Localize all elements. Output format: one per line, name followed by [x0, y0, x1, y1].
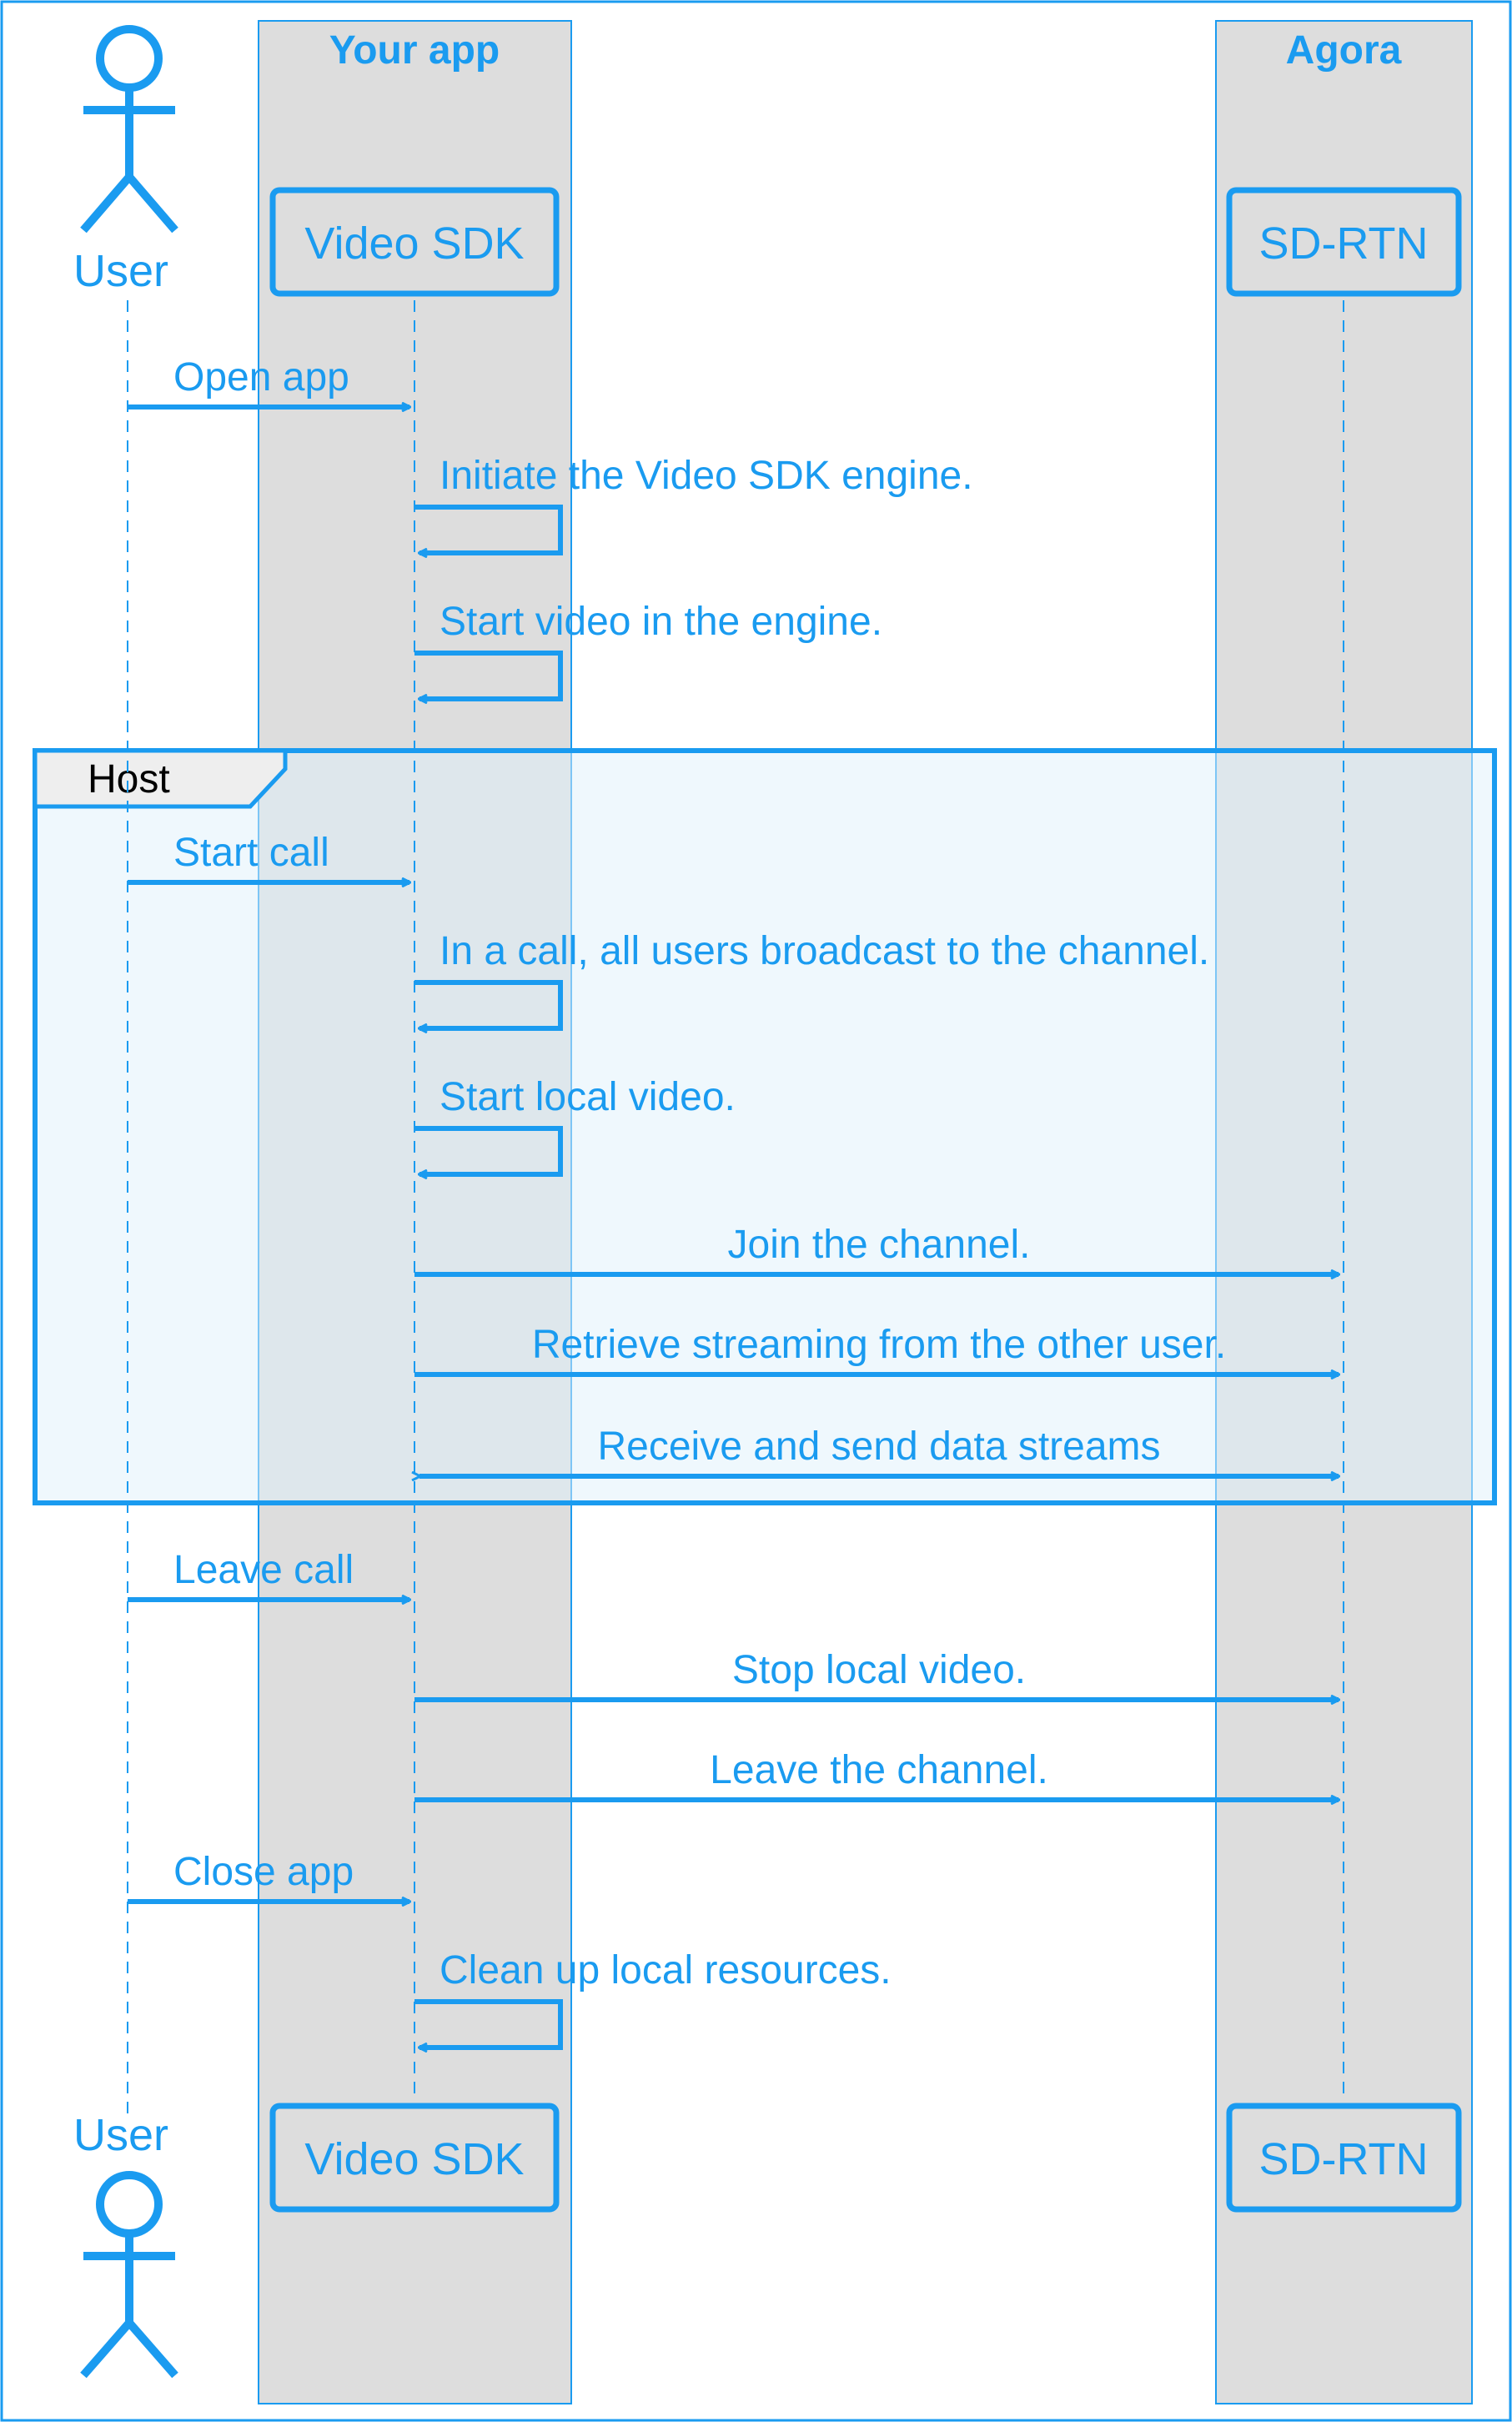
message: Initiate the Video SDK engine.: [414, 454, 973, 553]
message-label: Start video in the engine.: [440, 600, 882, 644]
message-label: Close app: [173, 1850, 354, 1894]
self-message-arrow: [414, 1126, 563, 1174]
participant-sd-rtn-box: [1226, 2103, 1462, 2213]
participant-user-label: User: [73, 246, 168, 296]
box-your-app-title: Your app: [329, 28, 500, 73]
message: Receive and send data streams: [419, 1425, 1339, 1476]
participant-video-sdk-label: Video SDK: [304, 2134, 524, 2184]
participant-user-label: User: [73, 2110, 168, 2160]
participant-video-sdk-top: Video SDK: [269, 187, 560, 297]
fragment-host-tab: [33, 748, 288, 809]
participant-video-sdk-box: [269, 187, 560, 297]
message: Join the channel.: [414, 1223, 1339, 1274]
self-message-arrow: [414, 505, 563, 553]
fragment-host-region: [33, 748, 1497, 1505]
message-label: Join the channel.: [728, 1223, 1031, 1267]
message-label: Stop local video.: [732, 1648, 1026, 1692]
participant-sd-rtn-label: SD-RTN: [1258, 2134, 1428, 2184]
message: Clean up local resources.: [414, 1948, 892, 2048]
message-label: Open app: [173, 355, 349, 399]
message: Leave call: [128, 1548, 409, 1600]
participant-sd-rtn-box: [1226, 187, 1462, 297]
message-label: Initiate the Video SDK engine.: [440, 454, 973, 498]
actor-icon: [80, 25, 178, 234]
actor-icon: [80, 2171, 178, 2379]
message: Start call: [128, 831, 409, 882]
participant-video-sdk-label: Video SDK: [304, 219, 524, 269]
message: Open app: [128, 355, 409, 407]
participant-user-top: User: [73, 25, 178, 296]
message-label: Start local video.: [440, 1075, 736, 1119]
message-label: In a call, all users broadcast to the ch…: [440, 929, 1209, 973]
fragment-host: Host: [33, 748, 1497, 1505]
fragment-host-label: Host: [88, 757, 170, 801]
message: Start video in the engine.: [414, 600, 882, 699]
participant-user-bottom: User: [73, 2110, 178, 2379]
participant-sd-rtn-bottom: SD-RTN: [1226, 2103, 1462, 2213]
message-label: Leave the channel.: [710, 1748, 1048, 1792]
message-label: Retrieve streaming from the other user.: [532, 1323, 1226, 1367]
message-label: Leave call: [173, 1548, 354, 1592]
message: Start local video.: [414, 1075, 736, 1174]
message: Stop local video.: [414, 1648, 1339, 1700]
message-label: Clean up local resources.: [440, 1948, 892, 1992]
self-message-arrow: [414, 1999, 563, 2048]
message-label: Start call: [173, 831, 329, 875]
participant-video-sdk-bottom: Video SDK: [269, 2103, 560, 2213]
participant-video-sdk-box: [269, 2103, 560, 2213]
message: Leave the channel.: [414, 1748, 1339, 1800]
self-message-arrow: [414, 980, 563, 1028]
box-agora-title: Agora: [1286, 28, 1402, 73]
participant-sd-rtn-top: SD-RTN: [1226, 187, 1462, 297]
message: Retrieve streaming from the other user.: [414, 1323, 1339, 1374]
message: Close app: [128, 1850, 409, 1902]
message-label: Receive and send data streams: [597, 1425, 1160, 1469]
participant-sd-rtn-label: SD-RTN: [1258, 219, 1428, 269]
self-message-arrow: [414, 651, 563, 699]
message: In a call, all users broadcast to the ch…: [414, 929, 1209, 1028]
